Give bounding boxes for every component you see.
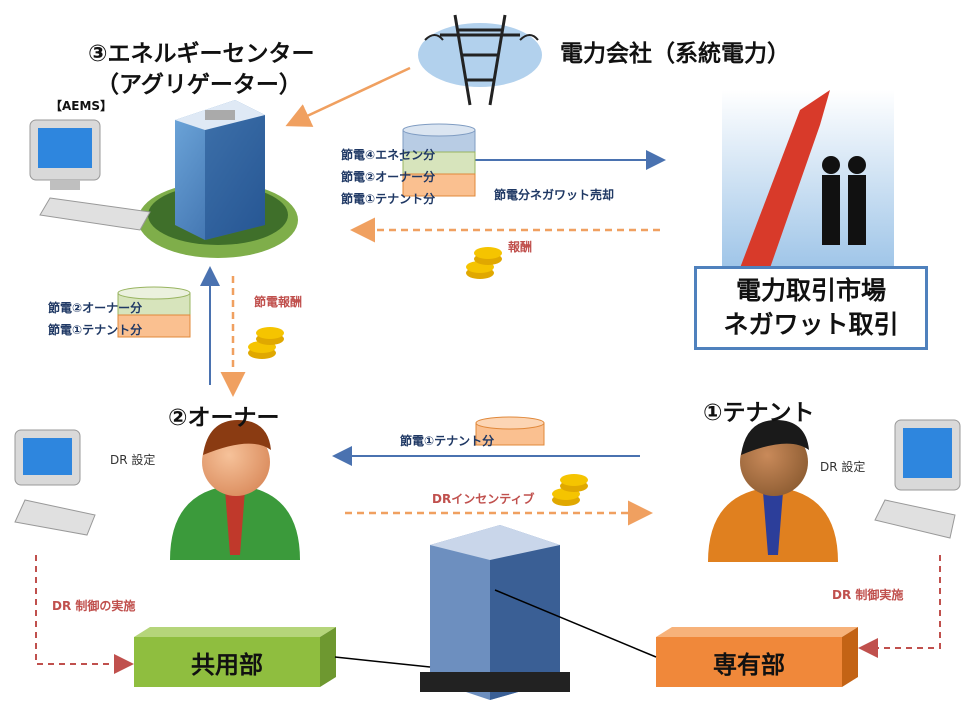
dr-setting-right-label: DR 設定: [820, 460, 866, 474]
owner-dr-control-arrow: [35, 555, 134, 674]
private-area-label: 専有部: [713, 650, 785, 679]
dr-setting-left-label: DR 設定: [110, 453, 156, 467]
middle-stack-label: 節電①テナント分: [400, 434, 495, 448]
left-stack-label-1: 節電②オーナー分: [48, 301, 143, 315]
left-saving-stack: [117, 286, 191, 338]
tenant-dr-control-label: DR 制御実施: [832, 588, 904, 602]
utility-title: 電力会社（系統電力）: [560, 41, 790, 67]
tenant-dr-control-arrow: [858, 555, 941, 658]
top-saving-stack: [402, 123, 476, 197]
dr-incentive-label: DRインセンティブ: [432, 492, 535, 506]
reward-coins-icon: [466, 247, 502, 279]
office-tower-icon: [420, 525, 570, 700]
market-title: 電力取引市場: [735, 276, 886, 305]
common-area-label: 共用部: [191, 650, 263, 679]
dr-incentive-coins-icon: [552, 474, 588, 506]
market-subtitle: ネガワット取引: [723, 310, 899, 339]
private-area-connector: [494, 589, 657, 658]
common-area-connector: [334, 656, 431, 668]
saving-reward-coins-icon: [248, 327, 284, 359]
tenant-computer-icon: [874, 419, 961, 539]
energy-center-title: ③エネルギーセンター: [88, 41, 315, 67]
owner-title: ②オーナー: [168, 405, 280, 431]
private-area-box: [656, 627, 858, 687]
energy-center-building-icon: [138, 100, 298, 258]
middle-saving-stack: [475, 416, 545, 446]
owner-computer-icon: [14, 429, 96, 536]
market-box: 電力取引市場 ネガワット取引: [694, 266, 928, 350]
transmission-tower-icon: [418, 14, 542, 106]
top-stack-label-3: 節電①テナント分: [341, 192, 436, 206]
top-stack-label-2: 節電②オーナー分: [341, 170, 436, 184]
common-area-box: [134, 627, 336, 687]
owner-person-icon: [170, 420, 300, 560]
left-stack-label-2: 節電①テナント分: [48, 323, 143, 337]
tenant-person-icon: [708, 420, 838, 562]
tenant-title: ①テナント: [703, 400, 815, 426]
aems-computer-icon: [29, 119, 151, 231]
saving-reward-label: 節電報酬: [254, 295, 303, 309]
aems-label: 【AEMS】: [50, 99, 113, 113]
owner-dr-control-label: DR 制御の実施: [52, 599, 136, 613]
reward-label: 報酬: [508, 240, 533, 254]
market-chart-image: [722, 90, 894, 268]
utility-to-center-arrow: [285, 66, 411, 127]
top-stack-label-1: 節電④エネセン分: [341, 148, 436, 162]
negawatt-sale-label: 節電分ネガワット売却: [494, 188, 615, 202]
energy-center-subtitle: （アグリゲーター）: [96, 72, 302, 98]
